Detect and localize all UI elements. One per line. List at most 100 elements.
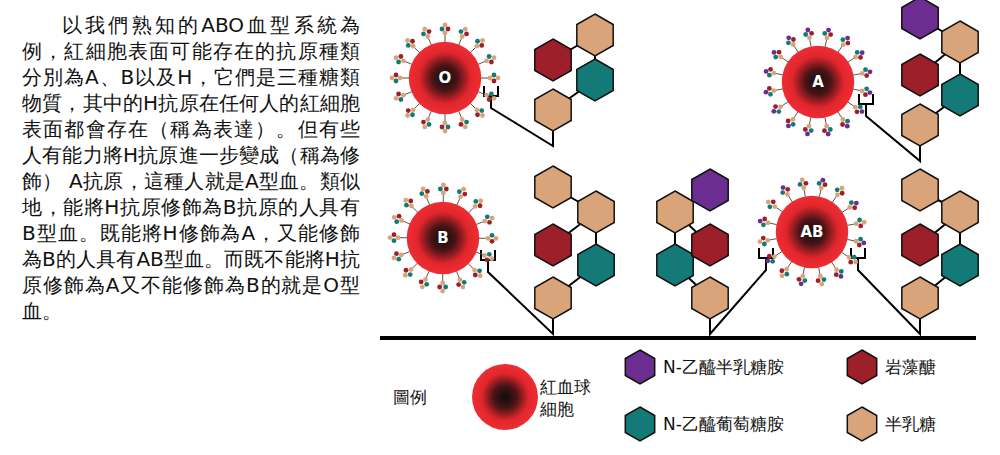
antigen-unit (799, 281, 804, 286)
antigen-unit (401, 58, 406, 63)
antigen-unit (492, 73, 497, 78)
antigen-unit (443, 285, 448, 290)
sugar-hexagon (692, 169, 728, 211)
antigen-unit (767, 73, 772, 78)
antigen-unit (807, 35, 812, 40)
antigen-unit (809, 128, 814, 133)
antigen-unit (443, 121, 448, 126)
antigen-unit (485, 214, 490, 219)
antigen-unit (845, 124, 850, 129)
antigen-unit (475, 112, 480, 117)
antigen-unit (403, 198, 408, 203)
antigen-unit (473, 199, 478, 204)
sugar-hexagon (657, 191, 693, 233)
antigen-unit (458, 277, 463, 282)
antigen-unit (460, 117, 465, 122)
antigen-unit (840, 191, 845, 196)
antigen-unit (410, 39, 415, 44)
antigen-unit (399, 218, 404, 223)
sugar-hexagon (535, 39, 571, 81)
antigen-unit (440, 27, 445, 32)
antigen-unit (854, 221, 859, 226)
antigen-unit (773, 55, 778, 60)
sugar-hexagon (535, 89, 571, 131)
antigen-unit (852, 255, 857, 260)
antigen-unit (857, 218, 862, 223)
antigen-unit (482, 219, 487, 224)
antigen-unit (411, 44, 416, 49)
antigen-unit (489, 60, 494, 65)
antigen-unit (765, 259, 770, 264)
antigen-unit (778, 54, 783, 59)
sugar-hexagon (942, 244, 978, 286)
antigen-unit (480, 113, 485, 118)
antigen-unit (421, 186, 426, 191)
antigen-unit (852, 205, 857, 210)
antigen-unit (845, 119, 850, 124)
sugar-hexagon (942, 191, 978, 233)
antigen-unit (762, 217, 767, 222)
antigen-unit (441, 183, 446, 188)
legend-title: 圖例 (393, 386, 427, 408)
antigen-unit (780, 190, 785, 195)
antigen-unit (478, 198, 483, 203)
antigen-unit (490, 233, 495, 238)
antigen-unit (496, 76, 501, 81)
antigen-unit (853, 260, 858, 265)
antigen-unit (427, 29, 432, 34)
antigen-unit (487, 252, 492, 257)
antigen-unit (475, 39, 480, 44)
antigen-unit (848, 260, 853, 265)
antigen-unit (420, 284, 425, 289)
antigen-unit (406, 43, 411, 48)
antigen-unit (771, 199, 776, 204)
divider (380, 336, 976, 340)
antigen-unit (817, 181, 822, 186)
antigen-unit (398, 97, 403, 102)
antigen-unit (816, 278, 821, 283)
antigen-unit (819, 186, 824, 191)
antigen-unit (462, 280, 467, 285)
legend-swatch (625, 350, 654, 384)
antigen-unit (847, 255, 852, 260)
antigen-unit (461, 285, 466, 290)
antigen-unit (427, 122, 432, 127)
antigen-unit (458, 194, 463, 199)
antigen-unit (764, 69, 769, 74)
antigen-unit (834, 267, 839, 272)
antigen-unit (473, 273, 478, 278)
legend-swatch (847, 350, 876, 384)
antigen-unit (488, 76, 493, 81)
antigen-unit (800, 274, 805, 279)
antigen-unit (777, 50, 782, 55)
antigen-unit (422, 27, 427, 32)
blood-cell: A (781, 45, 855, 119)
antigen-unit (411, 107, 416, 112)
antigen-unit (823, 182, 828, 187)
antigen-unit (490, 216, 495, 221)
antigen-unit (819, 282, 824, 287)
antigen-unit (828, 127, 833, 132)
antigen-unit (840, 186, 845, 191)
antigen-unit (406, 108, 411, 113)
blood-cell: AB (775, 195, 849, 269)
blood-type-label: AB (800, 223, 823, 241)
antigen-unit (424, 194, 429, 199)
antigen-unit (394, 219, 399, 224)
antigen-unit (839, 269, 844, 274)
antigen-unit (438, 187, 443, 192)
legend-text: N-乙醯半乳糖胺 (663, 356, 784, 378)
sugar-hexagon (942, 21, 978, 63)
antigen-unit (849, 200, 854, 205)
antigen-unit (798, 182, 803, 187)
antigen-unit (834, 272, 839, 277)
antigen-unit (758, 239, 763, 244)
antigen-unit (478, 203, 483, 208)
sugar-hexagon (692, 277, 728, 319)
antigen-unit (773, 104, 778, 109)
sugar-hexagon (535, 224, 571, 266)
antigen-unit (845, 36, 850, 41)
blood-cell: B (406, 201, 480, 275)
antigen-unit (446, 27, 451, 32)
antigen-unit (858, 55, 863, 60)
